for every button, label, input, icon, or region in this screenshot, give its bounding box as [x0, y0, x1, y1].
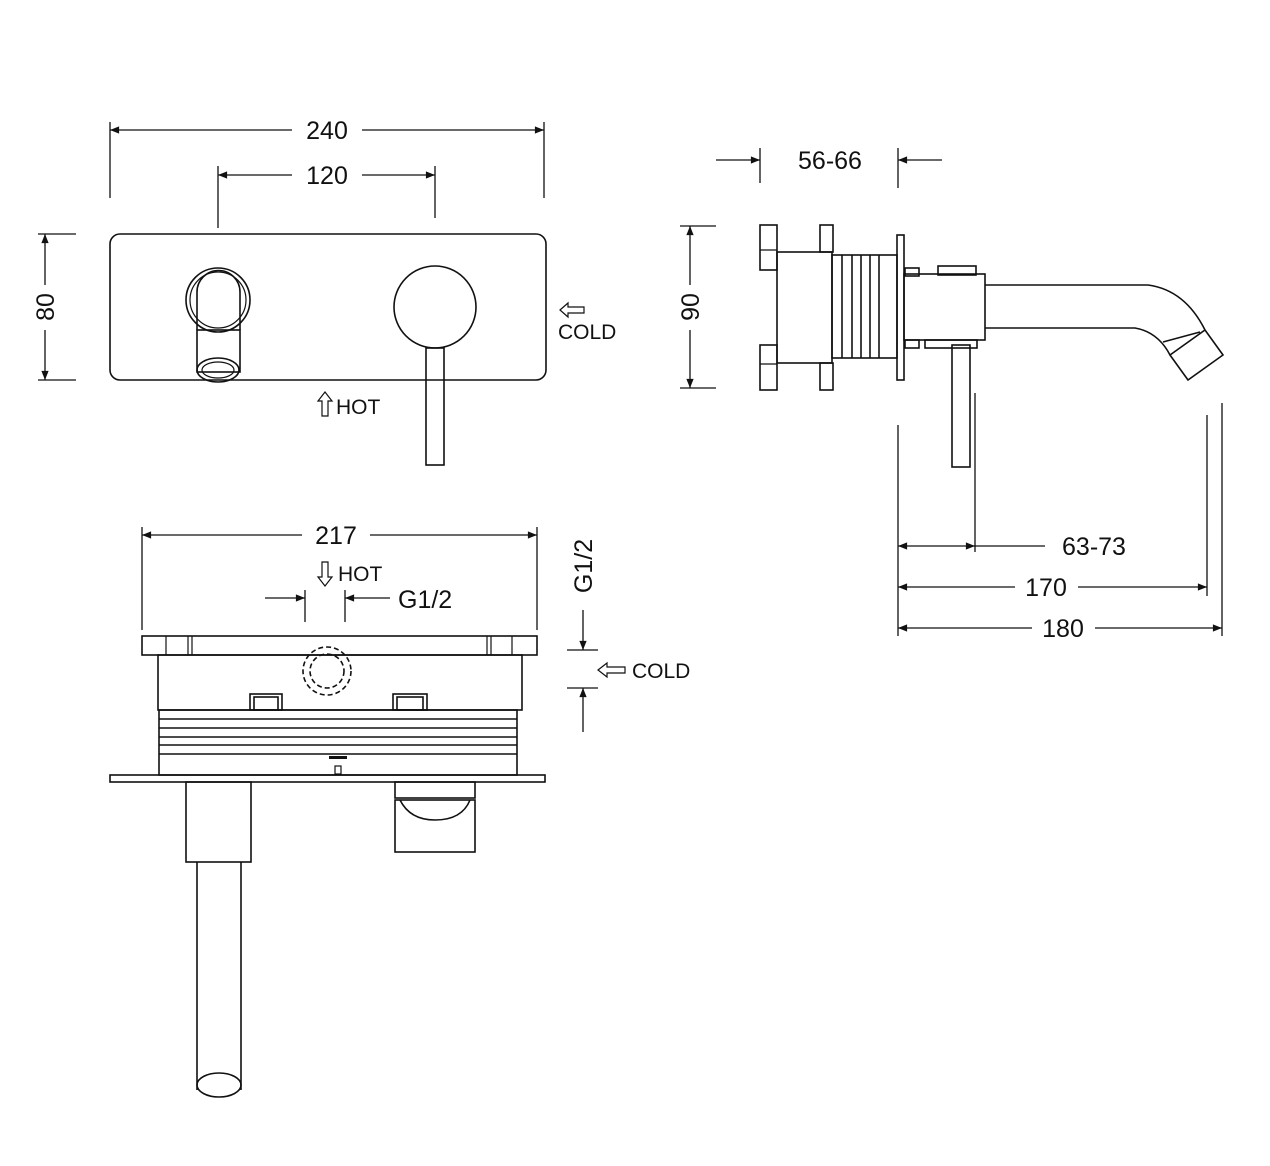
valve-body-top — [109, 635, 546, 783]
cold-inlet-label: COLD — [597, 660, 690, 683]
dim-label: 217 — [315, 522, 357, 550]
label: HOT — [336, 396, 381, 419]
cover-plate — [109, 233, 547, 381]
arrow-left-icon — [559, 301, 585, 319]
dim-80: 80 — [32, 233, 76, 381]
dim-label: 56-66 — [798, 147, 862, 175]
dim-56-66: 56-66 — [716, 147, 942, 188]
valve-body-side — [759, 224, 986, 391]
top-view: 217 HOT G1/2 G1/2 COLD — [109, 522, 690, 1098]
spout-side — [985, 284, 1225, 382]
dim-hot-g12: G1/2 — [265, 586, 452, 622]
front-view: 240 120 80 — [32, 117, 616, 466]
arrow-left-icon — [597, 661, 626, 679]
dim-label: 240 — [306, 117, 348, 145]
side-view: 56-66 90 — [677, 147, 1225, 643]
dim-90: 90 — [677, 225, 716, 389]
dim-label: 170 — [1025, 574, 1067, 602]
dim-label: 180 — [1042, 615, 1084, 643]
label: COLD — [558, 321, 616, 344]
dim-label: G1/2 — [570, 539, 598, 593]
dim-180: 180 — [898, 615, 1222, 643]
dim-217: 217 — [141, 522, 538, 630]
dim-63-73: 63-73 — [898, 533, 1126, 561]
arrow-down-icon — [316, 561, 334, 587]
label: HOT — [338, 563, 383, 586]
spout-top — [185, 781, 252, 1098]
dim-label: 63-73 — [1062, 533, 1126, 561]
dim-label: 120 — [306, 162, 348, 190]
cold-inlet-label: COLD — [558, 301, 616, 344]
hot-inlet-label: HOT — [316, 561, 383, 587]
mixer-handle-front — [393, 265, 477, 466]
dim-label: 80 — [32, 293, 60, 321]
dim-cold-g12: G1/2 — [567, 539, 598, 732]
dim-240: 240 — [109, 117, 545, 198]
spout-front — [185, 267, 251, 383]
dim-label: 90 — [677, 293, 705, 321]
hot-inlet-label: HOT — [316, 391, 381, 419]
arrow-up-icon — [316, 391, 334, 417]
mixer-handle-side — [951, 344, 971, 468]
dim-120: 120 — [217, 162, 436, 228]
handle-top — [394, 781, 476, 853]
dim-label: G1/2 — [398, 586, 452, 614]
dim-170: 170 — [898, 574, 1207, 602]
label: COLD — [632, 660, 690, 683]
